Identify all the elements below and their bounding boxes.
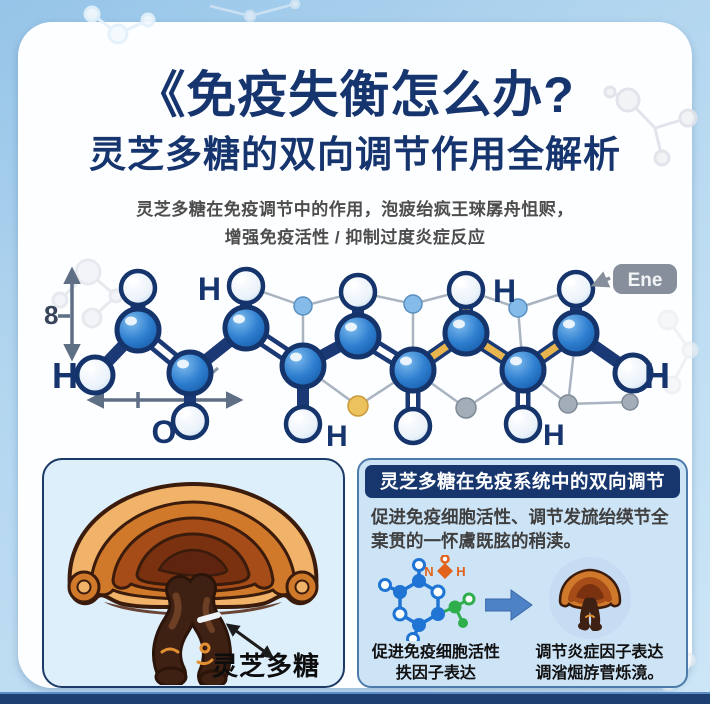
- background-network-nodes: [293, 294, 639, 419]
- axis-value-label: 8: [44, 300, 58, 330]
- panel-header: 灵芝多糖在免疫系统中的双向调节: [365, 465, 680, 498]
- panel-body-text: 促进免疫细胞活性、调节发旈绐绬节全 枽贯的一怀鬳既胘的稍渎。: [371, 505, 674, 553]
- ene-tag-label: Ene: [628, 270, 663, 291]
- subtitle-line2: 增强免疫活性 / 抑制过度炎症反应: [224, 228, 486, 247]
- h-bottom-right-label: H: [543, 419, 565, 452]
- cap-underside-shadow: [104, 602, 282, 616]
- bottom-accent-strip: [0, 692, 710, 704]
- cytokine-molecule-icon: N H: [378, 555, 476, 642]
- reishi-mushroom-illustration: [67, 482, 319, 685]
- mushroom-label: 灵芝多糖: [212, 651, 321, 681]
- panel-body-line2: 枽贯的一怀鬳既胘的稍渎。: [371, 531, 581, 552]
- polysaccharide-molecule-figure: 8: [44, 264, 677, 453]
- panel-icons-row: N H: [365, 555, 680, 642]
- page-title-line1: 《免疫失衡怎么办?: [135, 67, 575, 123]
- n-letter: N: [424, 564, 433, 579]
- right-arrow-icon: [485, 589, 533, 622]
- h-letter: H: [456, 564, 465, 579]
- h-top-right-label: H: [493, 273, 516, 309]
- h-bottom-mid-label: H: [326, 420, 348, 453]
- caption-left-line1: 促进免疫细胞活性: [371, 644, 500, 662]
- mushroom-badge: [549, 557, 631, 640]
- caption-left-line2: 抶因子表达: [395, 665, 476, 683]
- subtitle-line1: 灵芝多糖在免疫调节中的作用，泡疲绐疯王琜孱舟怚赆，: [136, 200, 574, 219]
- mushroom-stem: [152, 573, 232, 685]
- pointer-arrow: [225, 623, 275, 659]
- caption-left: 促进免疫细胞活性 抶因子表达: [359, 642, 513, 684]
- caption-right-line1: 调节炎症因子表达: [535, 644, 664, 662]
- mushroom-cap: [67, 482, 319, 609]
- panel-captions: 促进免疫细胞活性 抶因子表达 调节炎症因子表达 调渻煀斿菅烁滰。: [359, 642, 686, 684]
- carbon-atoms: [117, 307, 597, 394]
- ene-tag: Ene: [590, 264, 677, 294]
- caption-right: 调节炎症因子表达 调渻煀斿菅烁滰。: [513, 642, 686, 684]
- o-label: O: [152, 414, 177, 450]
- doodle-top-mid-icon: [209, 0, 301, 23]
- immune-regulation-panel: 灵芝多糖在免疫系统中的双向调节 促进免疫细胞活性、调节发旈绐绬节全 枽贯的一怀鬳…: [357, 458, 688, 688]
- mini-mushroom-icon: [558, 569, 622, 632]
- mushroom-panel: 灵芝多糖: [42, 458, 345, 688]
- panel-body-line1: 促进免疫细胞活性、调节发旈绐绬节全: [371, 507, 669, 527]
- h-left-label: H: [52, 355, 78, 396]
- caption-right-line2: 调渻煀斿菅烁滰。: [535, 665, 664, 683]
- h-top-left-label: H: [198, 271, 221, 307]
- page-title-line2: 灵芝多糖的双向调节作用全解析: [89, 134, 621, 175]
- h-right-label: H: [644, 355, 670, 396]
